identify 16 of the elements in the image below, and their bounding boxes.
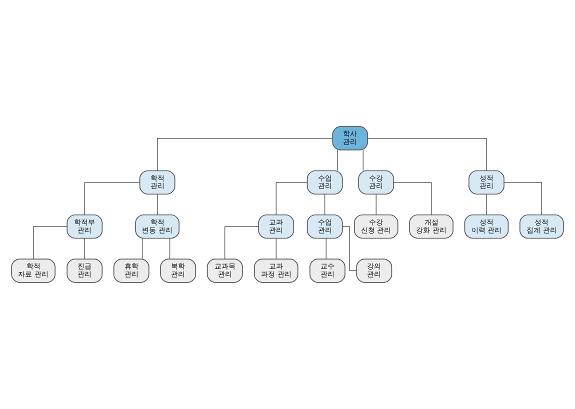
- connector: [84, 238, 85, 260]
- connector: [504, 182, 542, 216]
- connector: [337, 150, 338, 171]
- connector: [342, 226, 357, 272]
- connector: [33, 226, 68, 260]
- connector: [157, 138, 333, 171]
- connector: [142, 238, 143, 260]
- connector: [362, 150, 364, 171]
- connector: [324, 194, 326, 216]
- connector: [367, 138, 487, 171]
- connector: [224, 226, 259, 260]
- connector: [394, 182, 432, 216]
- connector: [276, 182, 308, 216]
- connector: [157, 194, 158, 216]
- connector: [84, 182, 140, 216]
- connector: [486, 194, 487, 216]
